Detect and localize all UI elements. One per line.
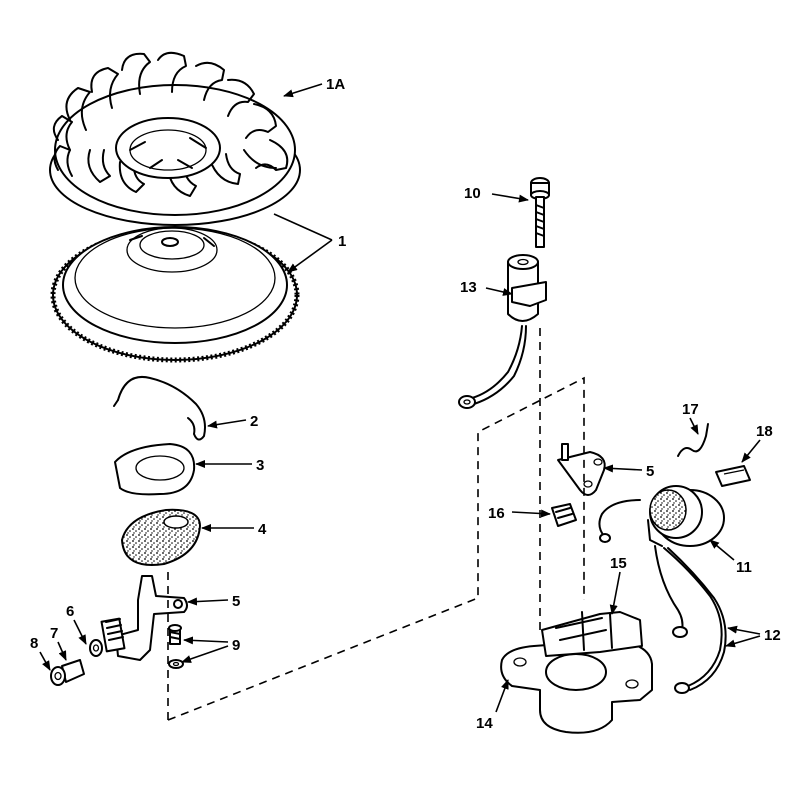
breaker-arm-assembly [50,575,188,686]
label-10: 10 [464,185,481,202]
label-9: 9 [232,637,240,654]
leader-arrows [39,83,761,713]
label-11: 11 [736,559,752,576]
label-12: 12 [764,627,781,644]
label-2: 2 [250,413,258,430]
part-labels: 1A 1 2 3 4 5 5 6 7 8 9 10 11 12 13 14 15… [30,76,781,732]
small-block-part [551,503,577,527]
label-7: 7 [50,625,58,642]
alignment-dashed-lines [167,328,585,721]
label-16: 16 [488,505,505,522]
label-5a: 5 [232,593,240,610]
flywheel-part [50,226,300,363]
spring-wire-part [677,423,709,457]
label-13: 13 [460,279,477,296]
bracket-part [557,443,606,496]
clip-part [715,465,751,487]
spring-clip-part [113,376,206,441]
label-18: 18 [756,423,773,440]
label-15: 15 [610,555,627,572]
coil-leads-part [654,545,727,694]
label-5b: 5 [646,463,654,480]
screw-part [530,177,550,248]
plate-part [114,443,196,496]
condenser-part [458,254,547,409]
fan-screen-part [49,51,301,226]
felt-gasket-part [120,508,202,566]
base-housing-part [500,611,653,734]
label-1: 1 [338,233,346,250]
label-8: 8 [30,635,38,652]
label-3: 3 [256,457,264,474]
coil-part [598,485,725,547]
label-17: 17 [682,401,699,418]
label-4: 4 [258,521,267,538]
label-14: 14 [476,715,493,732]
label-1a: 1A [326,76,345,93]
label-6: 6 [66,603,74,620]
